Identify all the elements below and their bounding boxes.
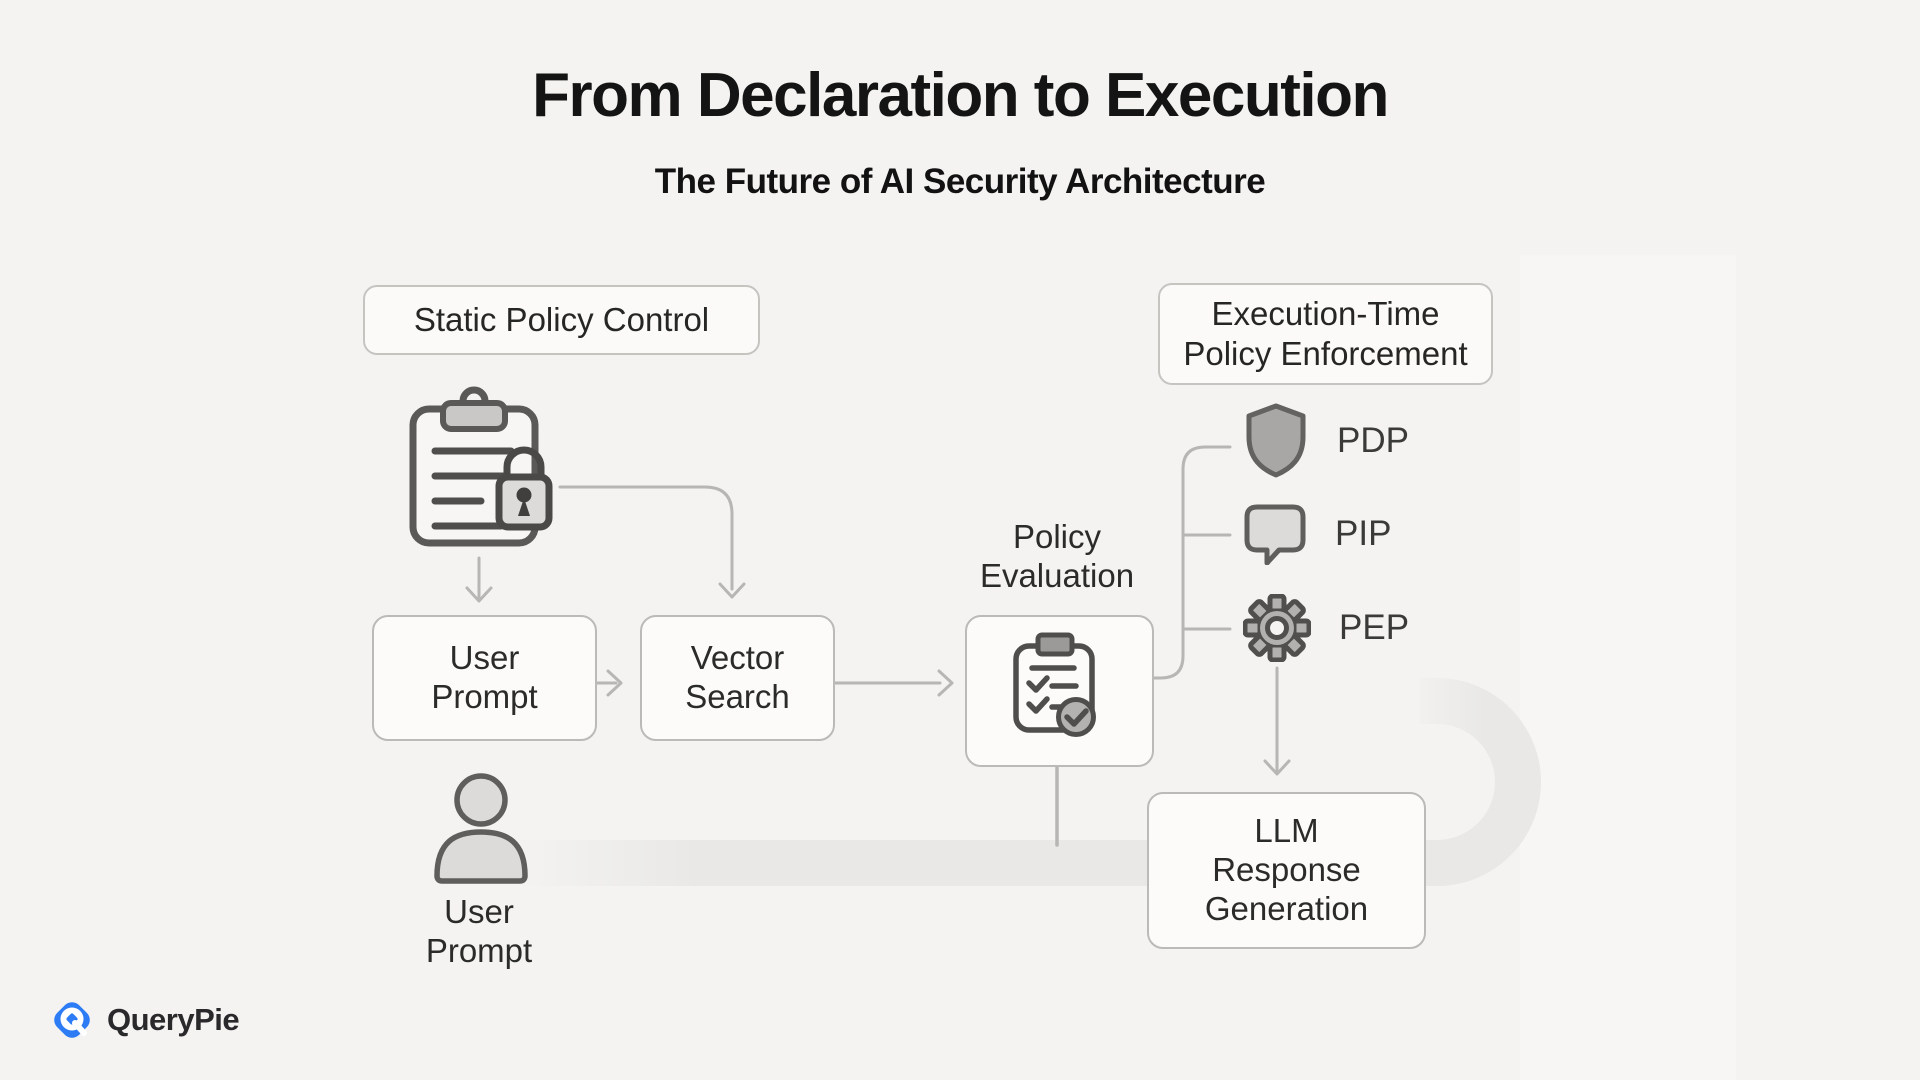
pdp-label: PDP: [1337, 421, 1409, 460]
speech-bubble-icon: [1244, 504, 1306, 565]
policy-evaluation-label: Policy Evaluation: [979, 518, 1135, 594]
gear-icon: [1243, 594, 1311, 662]
querypie-logo-text: QueryPie: [107, 1002, 240, 1037]
connector-lines: [465, 445, 1291, 847]
querypie-logo-icon: [54, 1002, 90, 1038]
policy-document-lock-icon: [409, 386, 553, 547]
node-vector-search: Vector Search: [640, 615, 835, 741]
node-user-prompt-label: User Prompt: [431, 639, 538, 715]
pep-label: PEP: [1339, 608, 1410, 647]
page-title: From Declaration to Execution: [532, 61, 1389, 130]
badge-execution-time-label: Execution-Time Policy Enforcement: [1183, 295, 1468, 372]
enforcement-row-pip: PIP: [1243, 503, 1391, 565]
badge-static-policy-control: Static Policy Control: [363, 285, 760, 355]
enforcement-row-pep: PEP: [1243, 594, 1409, 662]
user-avatar-icon: [434, 773, 528, 884]
user-actor-label: User Prompt: [425, 893, 533, 969]
node-policy-evaluation: [965, 615, 1154, 767]
querypie-logo: QueryPie: [50, 998, 240, 1042]
checklist-check-icon: [1012, 632, 1096, 737]
pip-label: PIP: [1335, 514, 1392, 553]
node-vector-search-label: Vector Search: [685, 639, 790, 715]
badge-execution-time-policy-enforcement: Execution-Time Policy Enforcement: [1158, 283, 1493, 385]
background-panel: [1520, 255, 1736, 1080]
shield-icon: [1246, 403, 1306, 478]
node-llm-label: LLM Response Generation: [1204, 812, 1369, 927]
node-user-prompt: User Prompt: [372, 615, 597, 741]
badge-static-policy-control-label: Static Policy Control: [413, 301, 710, 339]
node-llm-response-generation: LLM Response Generation: [1147, 792, 1426, 949]
enforcement-row-pdp: PDP: [1243, 402, 1409, 480]
page-subtitle: The Future of AI Security Architecture: [654, 162, 1266, 201]
